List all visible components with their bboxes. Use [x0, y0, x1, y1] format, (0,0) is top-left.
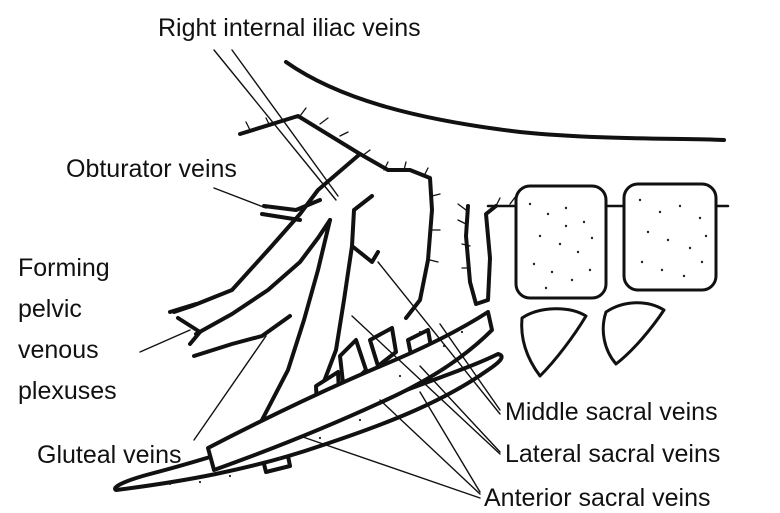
- vertebra-1: [516, 186, 606, 298]
- iliac-trunk-left-edge: [174, 116, 360, 334]
- label-forming-line-4: plexuses: [18, 371, 117, 412]
- iliac-trunk-right-edge: [352, 154, 432, 318]
- label-right-internal-iliac-veins: Right internal iliac veins: [158, 16, 421, 41]
- label-gluteal-veins: Gluteal veins: [37, 443, 182, 468]
- vessel-hairs: [246, 108, 440, 262]
- label-lateral-sacral-veins: Lateral sacral veins: [505, 442, 720, 467]
- label-forming-line-3: venous: [18, 330, 117, 371]
- leader-forming: [140, 330, 190, 352]
- leader-obturator: [214, 188, 266, 208]
- leader-anterior-1: [300, 436, 480, 498]
- obturator-branch: [262, 200, 320, 220]
- vertebra-2: [624, 184, 716, 290]
- pelvic-brim-curve: [286, 62, 724, 140]
- label-forming-line-1: Forming: [18, 248, 117, 289]
- vertebra-1-process: [522, 309, 586, 376]
- lateral-sacral-vessel: [466, 206, 496, 304]
- label-middle-sacral-veins: Middle sacral veins: [505, 400, 718, 425]
- label-anterior-sacral-veins: Anterior sacral veins: [484, 486, 710, 511]
- label-obturator-veins: Obturator veins: [66, 157, 237, 182]
- label-forming-pelvic-venous-plexuses: Forming pelvic venous plexuses: [18, 248, 117, 412]
- label-forming-line-2: pelvic: [18, 289, 117, 330]
- vertebra-2-process: [603, 303, 664, 364]
- plexus-branch-lower: [194, 316, 290, 356]
